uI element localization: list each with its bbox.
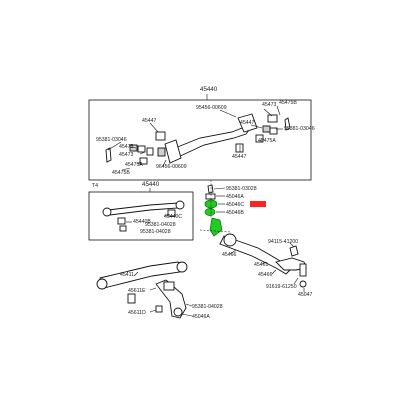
idler-arm-bracket (163, 281, 175, 291)
seat-left (146, 147, 154, 156)
cotter-pin-left (105, 147, 112, 163)
washer-left (137, 145, 146, 153)
t4-tag: T4 (92, 183, 98, 189)
center-link-end-right (176, 261, 188, 273)
label-95381-03046-right: 95381-03046 (284, 126, 315, 132)
tie-rod-bar (169, 122, 253, 159)
label-45440b: 45440B (133, 219, 151, 225)
label-45611d: 45611D (128, 310, 146, 316)
washer-right (269, 127, 278, 135)
nut-right (262, 125, 271, 133)
center-link-nut (127, 293, 136, 304)
lower-left-parts: 45411 45611E 45611D 95381-04028 45046A (96, 261, 223, 320)
t4-assembly-frame (88, 191, 194, 241)
label-45475b-left: 45475B (112, 170, 130, 176)
right-column: 95381-03028 45046A 45046C 45046B 45466 9… (199, 180, 313, 298)
label-45475a-right: 45475A (258, 138, 276, 144)
label-95381-04028-b: 95381-04028 (140, 229, 171, 235)
relay-rod-end (223, 233, 237, 247)
label-96456-00609: 96456-00609 (156, 164, 187, 170)
label-45046a-lower: 45046A (192, 314, 210, 320)
assembly-number: 45440 (200, 86, 218, 93)
bushing-bottom (235, 143, 244, 153)
seat-left-b (139, 157, 148, 165)
upper-assembly: 45440 45447 (88, 86, 315, 181)
bushing-right (267, 114, 278, 123)
bushing-left (155, 131, 166, 141)
label-45046b: 45046B (226, 210, 244, 216)
label-45447-left: 45447 (142, 118, 157, 124)
tie-rod-end-right (237, 113, 258, 133)
tie-rod-nut (299, 280, 307, 288)
label-45466-top: 45466 (222, 252, 237, 258)
label-45473-left: 45473 (119, 152, 134, 158)
cotter-pin-right (284, 117, 291, 131)
label-95381-04028-lower: 95381-04028 (192, 304, 223, 310)
upper-assembly-frame (88, 99, 312, 181)
t4-assembly-number: 45440 (142, 181, 160, 188)
clip-highlighted (204, 208, 216, 216)
label-45475b-right: 45475B (279, 100, 297, 106)
label-95381-03046-left: 95381-03046 (96, 137, 127, 143)
cup-right (255, 134, 264, 143)
label-45466-bottom: 45466 (258, 272, 273, 278)
label-45046a-right: 45046A (226, 194, 244, 200)
label-91619-61250: 91619-61250 (266, 284, 297, 290)
label-45475-left: 45475 (119, 144, 134, 150)
cup-left (157, 147, 166, 157)
label-94115-41200: 94115-41200 (268, 239, 298, 245)
label-45611e: 45611E (128, 288, 146, 294)
label-45447-right: 45447 (240, 120, 255, 126)
label-45473-right: 45473 (262, 102, 277, 108)
clamp (289, 245, 299, 257)
idler-arm-nut (155, 305, 163, 313)
label-45461: 45461 (254, 262, 269, 268)
label-45475a-left: 45475A (125, 162, 143, 168)
t4-end-left (102, 207, 112, 217)
label-45440c: 45440C (164, 214, 182, 220)
highlight-marker (250, 201, 266, 207)
t4-nut-left (117, 217, 126, 225)
label-95381-04028-a: 95381-04028 (145, 222, 176, 228)
tie-rod-end-left (164, 139, 182, 164)
idler-arm-pivot (173, 307, 183, 317)
t4-nut-right (167, 209, 176, 217)
t4-assembly: T4 45440 45440B 45440C 95381-04028 95381… (88, 181, 194, 241)
label-45047: 45047 (298, 292, 313, 298)
ball-joint-highlighted (209, 217, 223, 237)
cotter-pin (207, 184, 214, 194)
label-45447-bottom: 45447 (232, 154, 247, 160)
label-95381-03028: 95381-03028 (226, 186, 257, 192)
label-95456-00609: 95456-00609 (196, 105, 227, 111)
tie-rod-stud (299, 263, 307, 277)
nut-left (129, 144, 138, 152)
t4-end-right (175, 200, 185, 210)
t4-washer-left (119, 225, 127, 232)
label-45411: 45411 (120, 272, 134, 278)
relay-rod (219, 235, 291, 275)
center-link-end-left (96, 278, 108, 290)
label-45046c: 45046C (226, 202, 244, 208)
castle-nut (205, 193, 216, 200)
